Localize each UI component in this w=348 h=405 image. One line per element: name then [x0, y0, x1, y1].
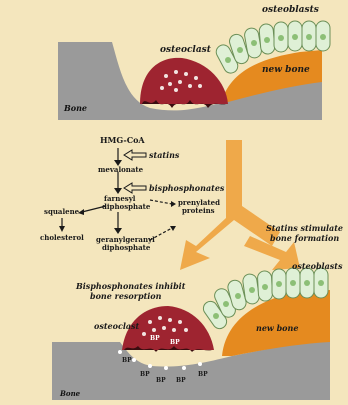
bp-dots-layer — [0, 0, 348, 405]
diagram-canvas: osteoblasts osteoclast new bone Bone — [0, 0, 348, 405]
